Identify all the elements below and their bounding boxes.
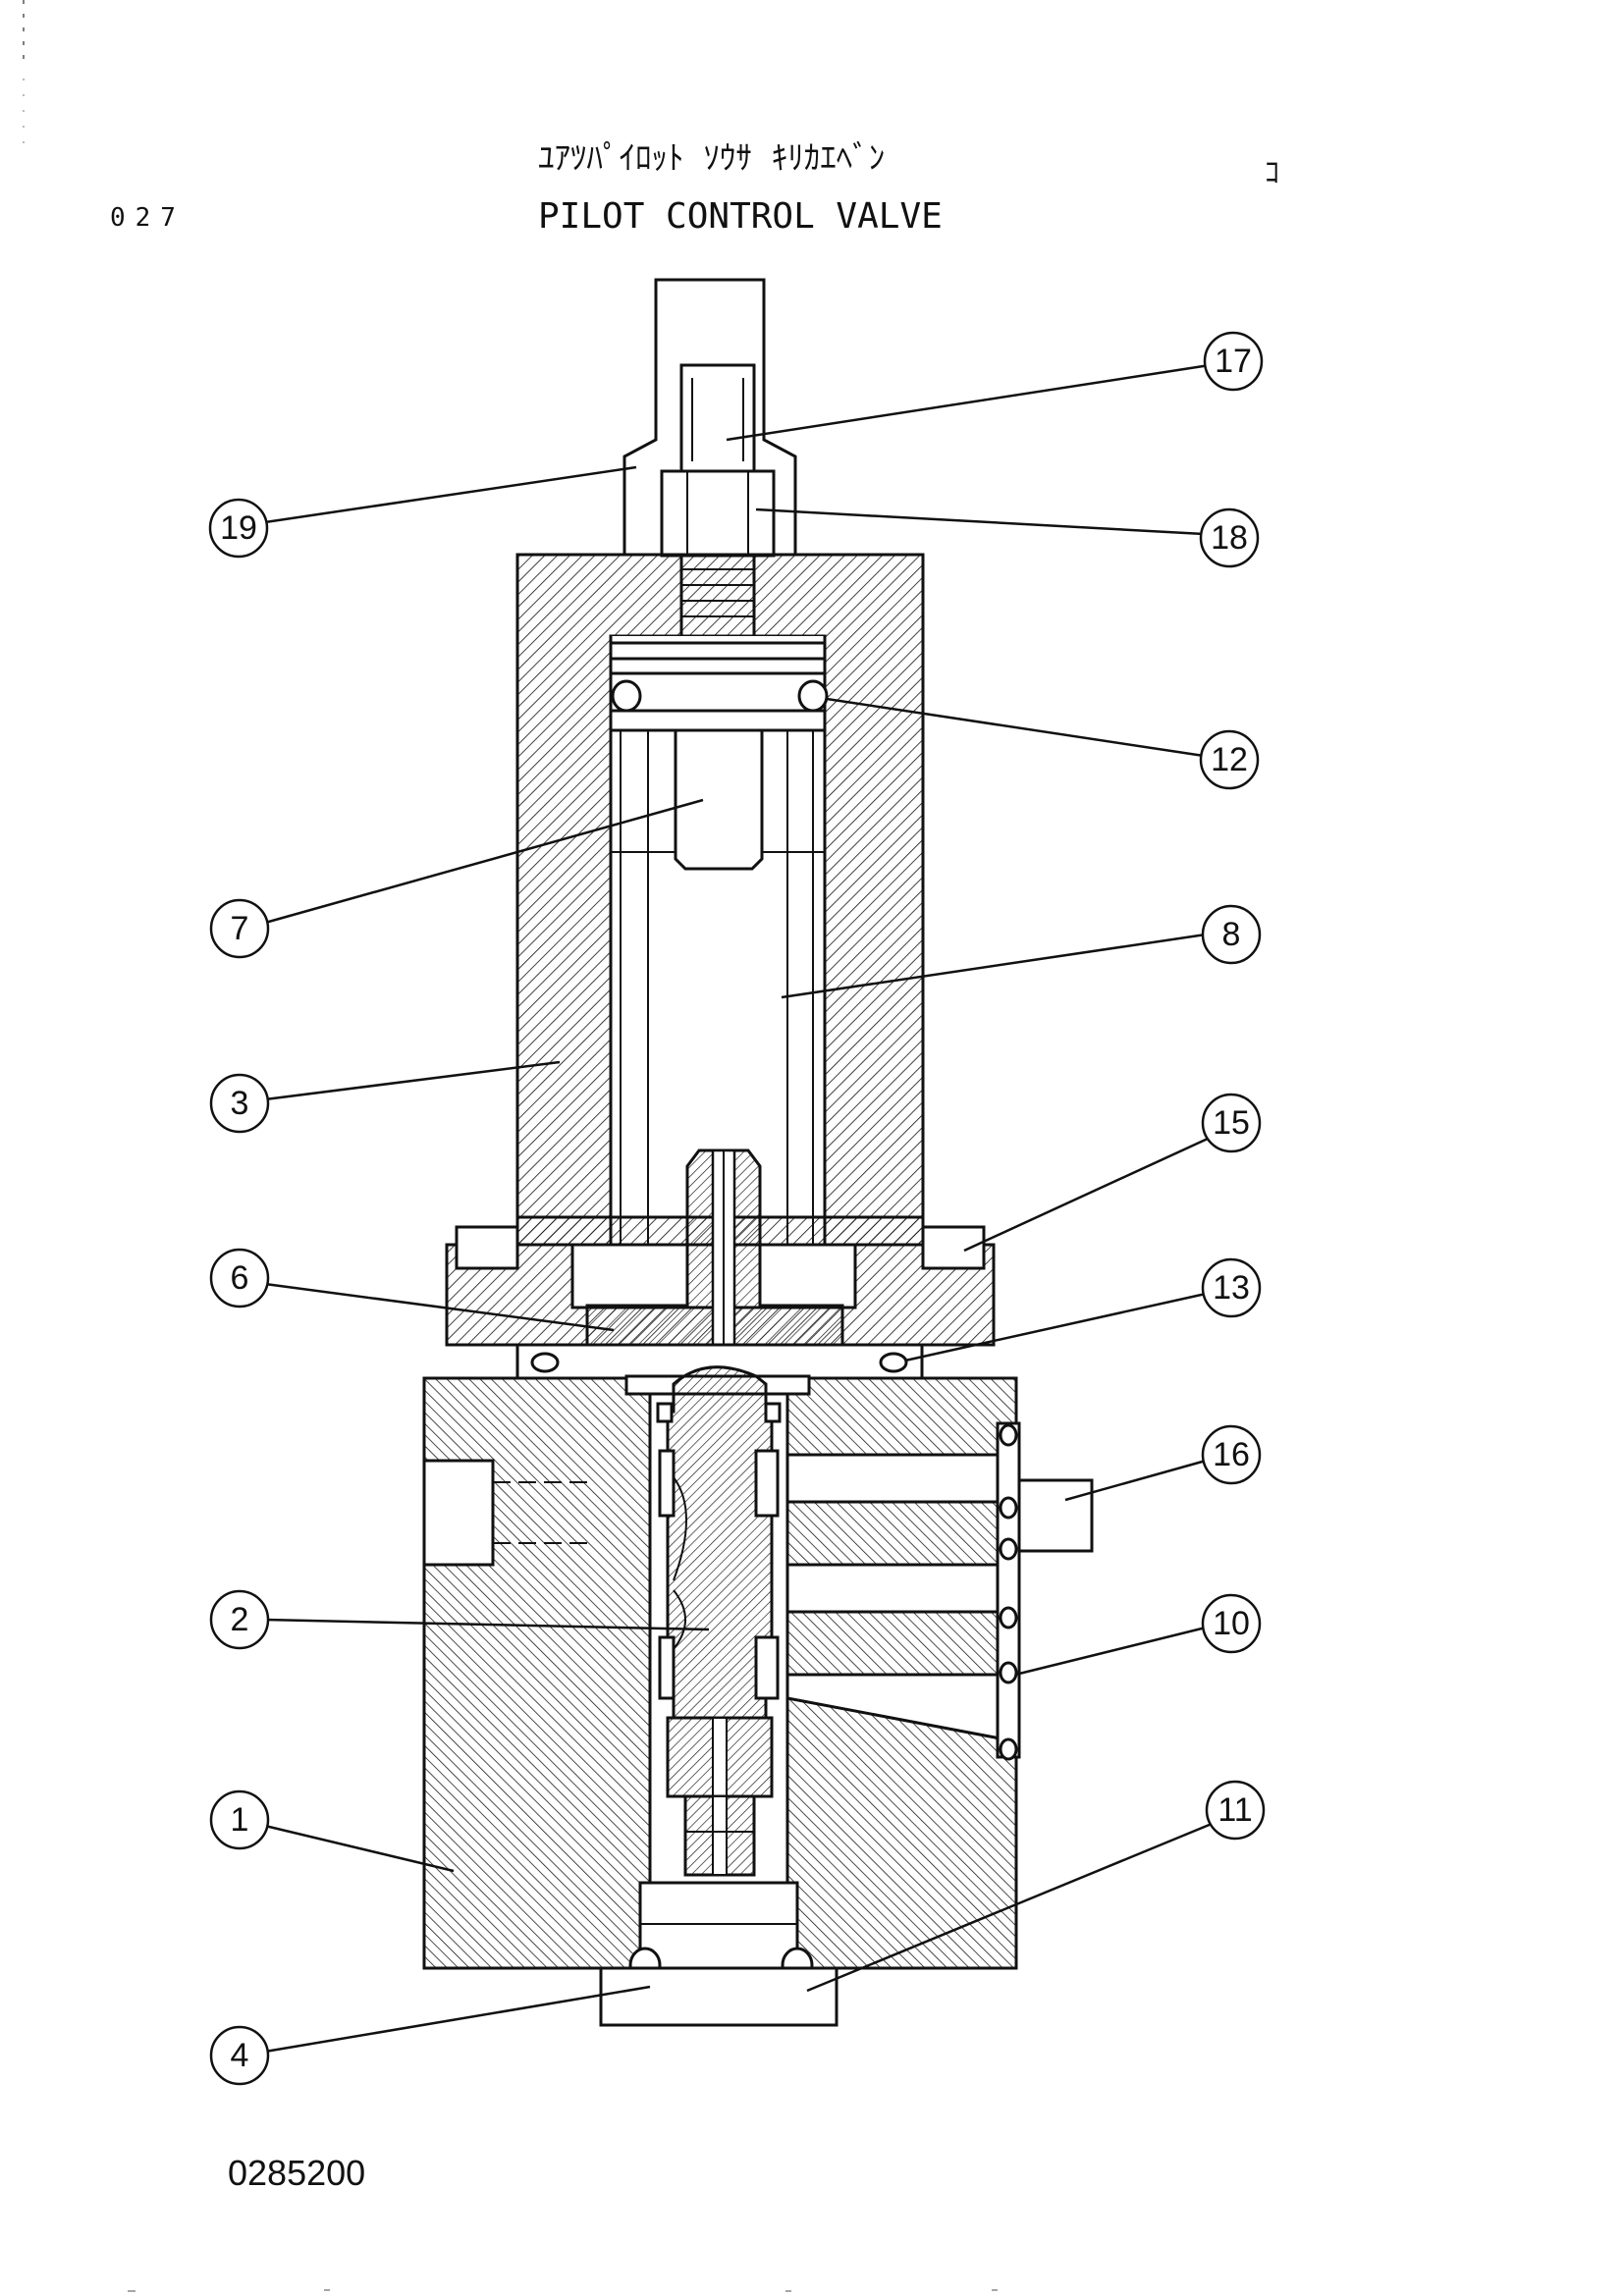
svg-text:15: 15	[1213, 1104, 1250, 1142]
svg-text:17: 17	[1215, 343, 1252, 380]
svg-text:16: 16	[1213, 1436, 1250, 1473]
callout-11: 11	[806, 1780, 1266, 1993]
callout-2: 2	[209, 1589, 710, 1650]
callout-1: 1	[209, 1789, 455, 1873]
svg-text:12: 12	[1211, 741, 1248, 778]
title-japanese: ﾕｱﾂﾊﾟｲﾛｯﾄ ｿｳｻ ｷﾘｶｴﾍﾞﾝ	[538, 138, 885, 177]
right-passages	[785, 1453, 1007, 1741]
svg-text:8: 8	[1222, 916, 1241, 953]
callout-6: 6	[209, 1248, 615, 1332]
part-18-nut	[660, 469, 776, 558]
callout-3: 3	[209, 1060, 561, 1134]
oring-13-left	[530, 1352, 560, 1373]
oring-13-right	[879, 1352, 908, 1373]
bottom-scan-marks	[128, 2289, 998, 2292]
piston-cap	[609, 641, 827, 661]
callout-13: 13	[904, 1257, 1262, 1362]
callouts-group: 17 19 18 12 7 8	[208, 331, 1266, 2086]
svg-text:13: 13	[1213, 1269, 1250, 1307]
part-7-plunger	[674, 728, 764, 871]
svg-text:11: 11	[1217, 1791, 1252, 1829]
title-english: PILOT CONTROL VALVE	[538, 196, 943, 237]
svg-text:4: 4	[231, 2037, 249, 2074]
flange-ear-right	[921, 1225, 986, 1270]
callout-4: 4	[209, 1985, 651, 2086]
callout-7: 7	[209, 798, 704, 959]
callout-18: 18	[755, 507, 1260, 568]
svg-text:7: 7	[231, 910, 249, 947]
callout-12: 12	[826, 697, 1260, 790]
callout-10: 10	[1014, 1593, 1262, 1677]
svg-text:3: 3	[231, 1085, 249, 1122]
left-port	[422, 1459, 495, 1567]
svg-text:1: 1	[231, 1801, 249, 1839]
valve-body-group	[422, 278, 1094, 2027]
svg-text:19: 19	[220, 509, 257, 547]
svg-text:10: 10	[1213, 1605, 1250, 1642]
callout-19: 19	[208, 465, 637, 559]
corner-mark: ｺ	[1265, 156, 1279, 190]
part-17-stud	[679, 363, 756, 473]
callout-16: 16	[1064, 1424, 1262, 1502]
part-16-fitting	[1017, 1478, 1094, 1553]
drawing-number: 0285200	[228, 2153, 365, 2193]
piston-head	[609, 671, 827, 713]
part-4-plug	[599, 1966, 839, 2027]
part-10-side-plate	[996, 1421, 1021, 1759]
part-12-oring-right	[797, 679, 829, 713]
svg-text:2: 2	[231, 1601, 249, 1638]
page-code: 027	[110, 203, 186, 233]
callout-17: 17	[726, 331, 1264, 442]
callout-8: 8	[781, 904, 1262, 999]
part-12-oring-left	[611, 679, 642, 713]
callout-15: 15	[963, 1093, 1262, 1253]
flange-ear-left	[455, 1225, 519, 1270]
svg-text:6: 6	[231, 1259, 249, 1297]
svg-text:18: 18	[1211, 519, 1248, 557]
